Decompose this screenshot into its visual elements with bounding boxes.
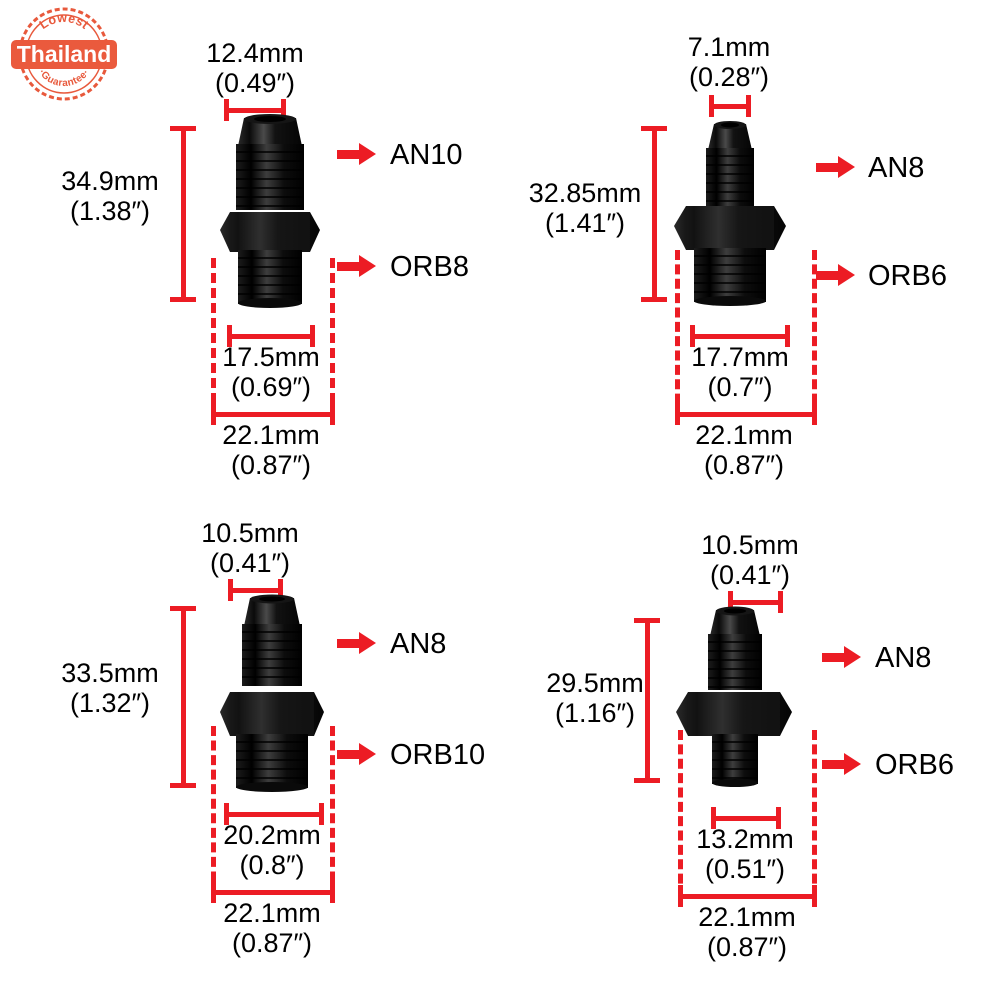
- fitting-panel-an8-orb10: 10.5mm (0.41″) 33.5mm (1.32″): [0, 500, 500, 1000]
- orb-callout-arrow: [337, 255, 377, 278]
- hex-width-dimension-label: 22.1mm (0.87″): [223, 898, 321, 959]
- hex-width-tick-right: [812, 885, 817, 907]
- hex-width-dimension-label: 22.1mm (0.87″): [695, 420, 793, 481]
- extension-line-right: [330, 726, 335, 896]
- fitting-panel-an8-orb6-large: 7.1mm (0.28″) 32.85mm (1.41″): [500, 0, 1000, 500]
- hex-width-dimension-line: [678, 894, 817, 899]
- extension-line-left: [211, 726, 216, 896]
- an-callout-arrow: [822, 646, 862, 669]
- lower-thread-tick-left: [711, 807, 716, 829]
- top-width-tick-left: [709, 95, 714, 117]
- top-width-dimension-label: 12.4mm (0.49″): [206, 38, 304, 99]
- lower-thread-tick-right: [319, 803, 324, 825]
- fitting-illustration-an8-orb6-small: [670, 604, 800, 790]
- an-callout-label: AN8: [875, 642, 932, 674]
- hex-width-tick-left: [211, 881, 216, 903]
- hex-width-tick-left: [211, 403, 216, 425]
- top-width-tick-left: [228, 579, 233, 601]
- extension-line-right: [330, 258, 335, 418]
- top-width-tick-right: [778, 591, 783, 613]
- height-tick-bottom: [170, 783, 196, 788]
- orb-callout-label: ORB6: [868, 260, 947, 292]
- extension-line-right: [812, 250, 817, 418]
- height-dimension-line: [652, 126, 657, 302]
- top-width-dimension-line: [728, 600, 783, 605]
- height-tick-top: [634, 618, 660, 623]
- height-dimension-line: [645, 618, 650, 783]
- height-dimension-label: 32.85mm (1.41″): [528, 178, 642, 239]
- lower-thread-dimension-label: 13.2mm (0.51″): [696, 824, 794, 885]
- an-callout-arrow: [816, 156, 856, 179]
- hex-width-tick-right: [330, 403, 335, 425]
- lower-thread-dimension-line: [690, 334, 790, 339]
- top-width-dimension-line: [224, 108, 286, 113]
- fitting-panel-an10-orb8: 12.4mm (0.49″) 34.9mm (1.38″): [0, 0, 500, 500]
- lower-thread-dimension-line: [227, 334, 315, 339]
- hex-width-dimension-line: [211, 412, 335, 417]
- hex-width-tick-right: [330, 881, 335, 903]
- lower-thread-dimension-line: [224, 812, 324, 817]
- an-callout-label: AN10: [390, 139, 463, 171]
- hex-width-dimension-line: [675, 412, 817, 417]
- extension-line-left: [678, 730, 683, 898]
- top-width-tick-right: [746, 95, 751, 117]
- top-width-dimension-label: 7.1mm (0.28″): [687, 32, 771, 93]
- hex-width-dimension-line: [211, 890, 335, 895]
- top-width-tick-left: [728, 591, 733, 613]
- badge-center-text: Thailand: [17, 41, 112, 67]
- an-callout-arrow: [337, 632, 377, 655]
- top-width-tick-right: [278, 579, 283, 601]
- extension-line-right: [812, 730, 817, 898]
- fitting-panel-an8-orb6-small: 10.5mm (0.41″) 29.5mm (1.16″): [500, 500, 1000, 1000]
- height-tick-bottom: [170, 297, 196, 302]
- height-tick-top: [170, 126, 196, 131]
- lower-thread-tick-left: [227, 325, 232, 347]
- orb-callout-arrow: [816, 264, 856, 287]
- height-tick-top: [641, 126, 667, 131]
- orb-callout-label: ORB10: [390, 739, 486, 771]
- lower-thread-tick-left: [224, 803, 229, 825]
- lower-thread-tick-left: [690, 325, 695, 347]
- hex-width-tick-left: [678, 885, 683, 907]
- an-callout-label: AN8: [868, 152, 925, 184]
- lower-thread-dimension-line: [711, 816, 781, 821]
- fitting-illustration-an10-orb8: [214, 112, 326, 308]
- height-dimension-line: [181, 126, 186, 302]
- lower-thread-dimension-label: 17.5mm (0.69″): [222, 342, 320, 403]
- orb-callout-arrow: [822, 753, 862, 776]
- extension-line-left: [211, 258, 216, 418]
- orb-callout-label: ORB6: [875, 749, 954, 781]
- height-tick-bottom: [641, 297, 667, 302]
- top-width-dimension-line: [228, 588, 283, 593]
- hex-width-tick-right: [812, 403, 817, 425]
- top-width-dimension-label: 10.5mm (0.41″): [701, 530, 799, 591]
- top-width-tick-left: [224, 99, 229, 121]
- lower-thread-tick-right: [310, 325, 315, 347]
- hex-width-tick-left: [675, 403, 680, 425]
- height-dimension-label: 29.5mm (1.16″): [546, 668, 644, 729]
- height-dimension-label: 34.9mm (1.38″): [61, 166, 159, 227]
- an-callout-label: AN8: [390, 628, 447, 660]
- an-callout-arrow: [337, 143, 377, 166]
- lower-thread-tick-right: [785, 325, 790, 347]
- hex-width-dimension-label: 22.1mm (0.87″): [698, 902, 796, 963]
- lower-thread-dimension-label: 17.7mm (0.7″): [691, 342, 789, 403]
- orb-callout-arrow: [337, 743, 377, 766]
- height-tick-bottom: [634, 778, 660, 783]
- top-width-dimension-label: 10.5mm (0.41″): [201, 518, 299, 579]
- top-width-dimension-line: [709, 104, 751, 109]
- hex-width-dimension-label: 22.1mm (0.87″): [222, 420, 320, 481]
- height-dimension-line: [181, 606, 186, 788]
- fitting-illustration-an8-orb10: [214, 592, 330, 792]
- height-dimension-label: 33.5mm (1.32″): [61, 658, 159, 719]
- height-tick-top: [170, 606, 196, 611]
- extension-line-left: [675, 250, 680, 418]
- lower-thread-dimension-label: 20.2mm (0.8″): [223, 820, 321, 881]
- lower-thread-tick-right: [776, 807, 781, 829]
- top-width-tick-right: [281, 99, 286, 121]
- lowest-price-guarantee-badge: Lowest ·Guarantee· Thailand: [8, 4, 120, 104]
- orb-callout-label: ORB8: [390, 251, 469, 283]
- fitting-illustration-an8-orb6-large: [668, 118, 792, 308]
